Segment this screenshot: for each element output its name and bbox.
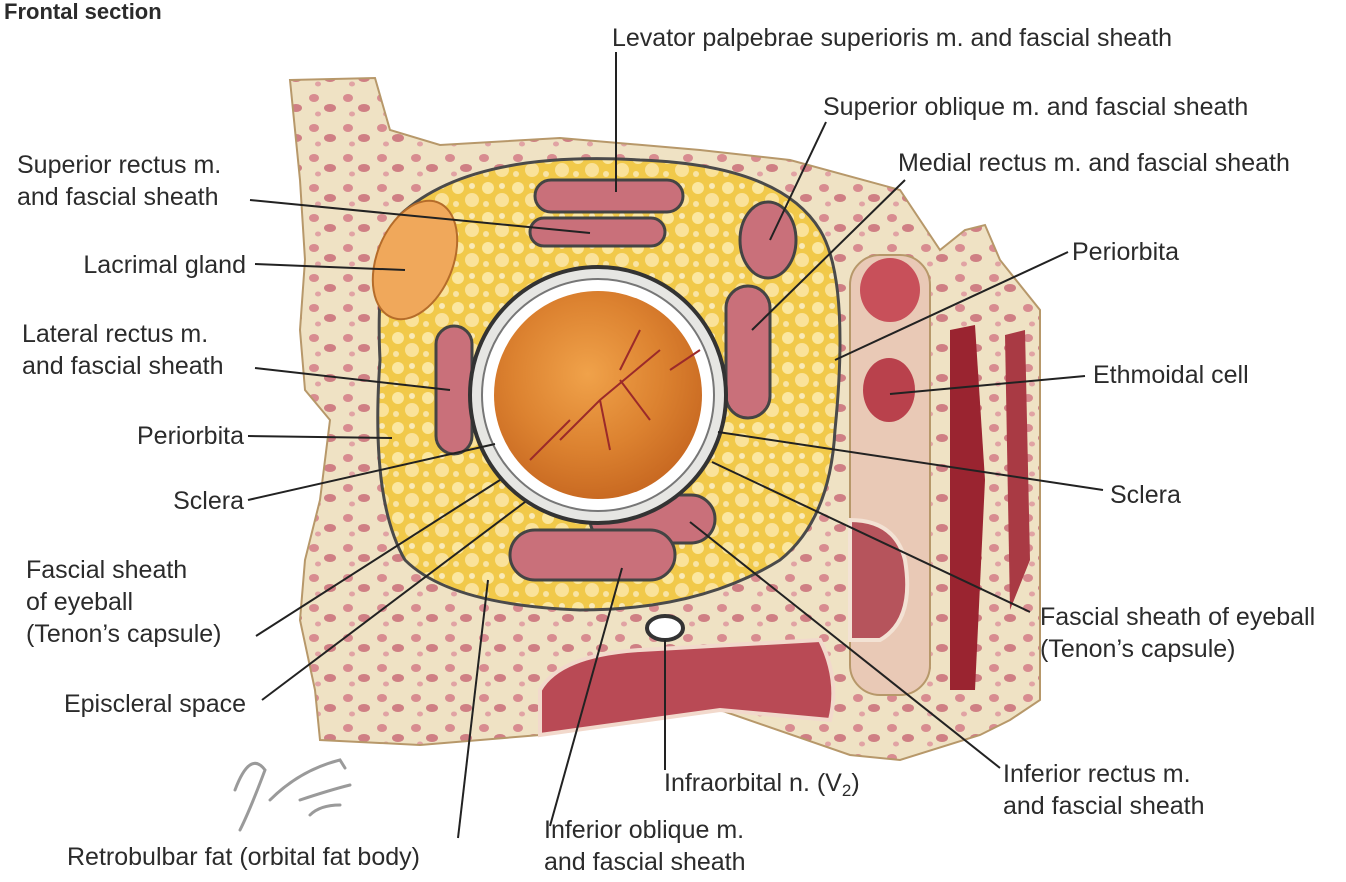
- label-fascial-sheath-right-line1: Fascial sheath of eyeball: [1040, 603, 1316, 631]
- label-inferior-rectus-line1: Inferior rectus m.: [1003, 760, 1191, 788]
- leader-lines: [247, 52, 1104, 839]
- label-fascial-sheath-left-line2: of eyeball: [26, 588, 134, 616]
- label-levator-palpebrae: Levator palpebrae superioris m. and fasc…: [612, 24, 1173, 52]
- artist-signature: [233, 758, 352, 832]
- label-superior-rectus-line2: and fascial sheath: [17, 183, 219, 211]
- maxillary-sinus: [538, 637, 836, 738]
- ethmoid-region: [848, 254, 1030, 696]
- label-sclera-left: Sclera: [173, 487, 244, 515]
- label-fascial-sheath-right: Fascial sheath of eyeball (Tenon’s capsu…: [1040, 601, 1315, 665]
- label-lacrimal-gland: Lacrimal gland: [83, 251, 246, 279]
- label-inferior-oblique-line1: Inferior oblique m.: [544, 816, 745, 844]
- label-sclera-right: Sclera: [1110, 481, 1181, 509]
- label-inferior-oblique-line2: and fascial sheath: [544, 848, 746, 876]
- label-fascial-sheath-right-line2: (Tenon’s capsule): [1040, 635, 1236, 663]
- label-lateral-rectus-line2: and fascial sheath: [22, 352, 224, 380]
- label-retrobulbar-fat: Retrobulbar fat (orbital fat body): [67, 843, 420, 871]
- label-fascial-sheath-left: Fascial sheath of eyeball (Tenon’s capsu…: [26, 554, 221, 650]
- label-inferior-rectus-line2: and fascial sheath: [1003, 792, 1205, 820]
- eyeball: [468, 265, 728, 525]
- label-infraorbital-nerve-close: ): [851, 769, 860, 797]
- label-lateral-rectus: Lateral rectus m. and fascial sheath: [22, 318, 224, 382]
- label-infraorbital-nerve-text: Infraorbital n. (V: [664, 769, 842, 797]
- label-superior-rectus-line1: Superior rectus m.: [17, 151, 222, 179]
- label-inferior-rectus: Inferior rectus m. and fascial sheath: [1003, 758, 1205, 822]
- lacrimal-gland-shape: [371, 199, 459, 321]
- label-inferior-oblique: Inferior oblique m. and fascial sheath: [544, 814, 746, 878]
- label-infraorbital-nerve-subscript: 2: [841, 781, 852, 800]
- label-medial-rectus: Medial rectus m. and fascial sheath: [898, 149, 1290, 177]
- label-lateral-rectus-line1: Lateral rectus m.: [22, 320, 209, 348]
- label-superior-rectus: Superior rectus m. and fascial sheath: [17, 149, 221, 213]
- label-periorbita-right: Periorbita: [1072, 238, 1179, 266]
- label-infraorbital-nerve: Infraorbital n. (V2): [664, 767, 860, 807]
- label-superior-oblique: Superior oblique m. and fascial sheath: [823, 93, 1249, 121]
- label-fascial-sheath-left-line1: Fascial sheath: [26, 556, 188, 584]
- figure-title: Frontal section: [4, 0, 162, 24]
- infraorbital-nerve-shape: [645, 614, 685, 642]
- label-episcleral-space: Episcleral space: [63, 690, 246, 718]
- label-ethmoidal-cell: Ethmoidal cell: [1093, 361, 1249, 389]
- label-periorbita-left: Periorbita: [137, 422, 244, 450]
- label-fascial-sheath-left-line3: (Tenon’s capsule): [26, 620, 222, 648]
